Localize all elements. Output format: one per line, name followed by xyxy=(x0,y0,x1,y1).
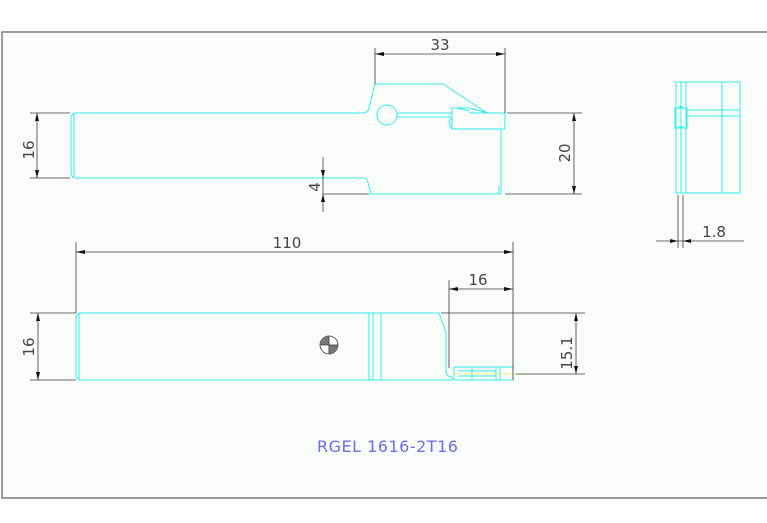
dim-head-offset: 4 xyxy=(306,182,324,192)
end-view-clamp xyxy=(674,106,688,129)
end-view-outline xyxy=(675,81,741,194)
dim-front-shank-height: 16 xyxy=(20,140,38,159)
grooving-insert xyxy=(453,366,520,381)
drawing-title: RGEL 1616-2T16 xyxy=(317,437,458,456)
center-of-gravity-symbol xyxy=(319,335,339,355)
end-view: 1.8 xyxy=(656,81,744,248)
dim-cutting-height: 15.1 xyxy=(558,336,576,369)
relief-hole xyxy=(376,104,398,126)
drawing-frame xyxy=(1,31,767,499)
front-view-outline xyxy=(70,83,500,195)
dim-top-shank-height: 16 xyxy=(20,337,38,356)
dim-insert-width: 1.8 xyxy=(702,223,726,241)
dim-head-length: 16 xyxy=(468,271,487,289)
dim-head-height: 20 xyxy=(556,143,574,162)
front-view: 16 33 20 4 xyxy=(20,36,582,212)
top-view: 110 16 16 15.1 xyxy=(20,234,585,381)
dim-head-width: 33 xyxy=(430,36,449,54)
dim-overall-length: 110 xyxy=(273,234,302,252)
